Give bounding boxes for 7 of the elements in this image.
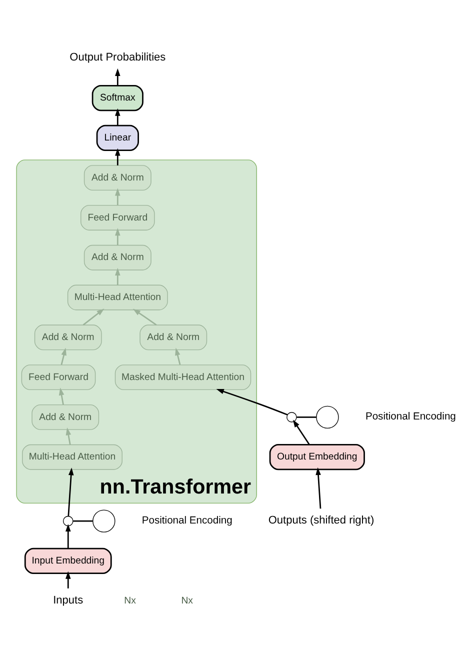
- node-text: Output Probabilities: [70, 52, 166, 64]
- label: Nx: [181, 595, 194, 606]
- node-text: Inputs: [53, 594, 84, 606]
- node-label: Positional Encoding: [142, 515, 232, 526]
- label: Nx: [124, 595, 136, 606]
- node-label: Positional Encoding: [365, 412, 456, 423]
- node-text: Outputs (shifted right): [268, 514, 374, 527]
